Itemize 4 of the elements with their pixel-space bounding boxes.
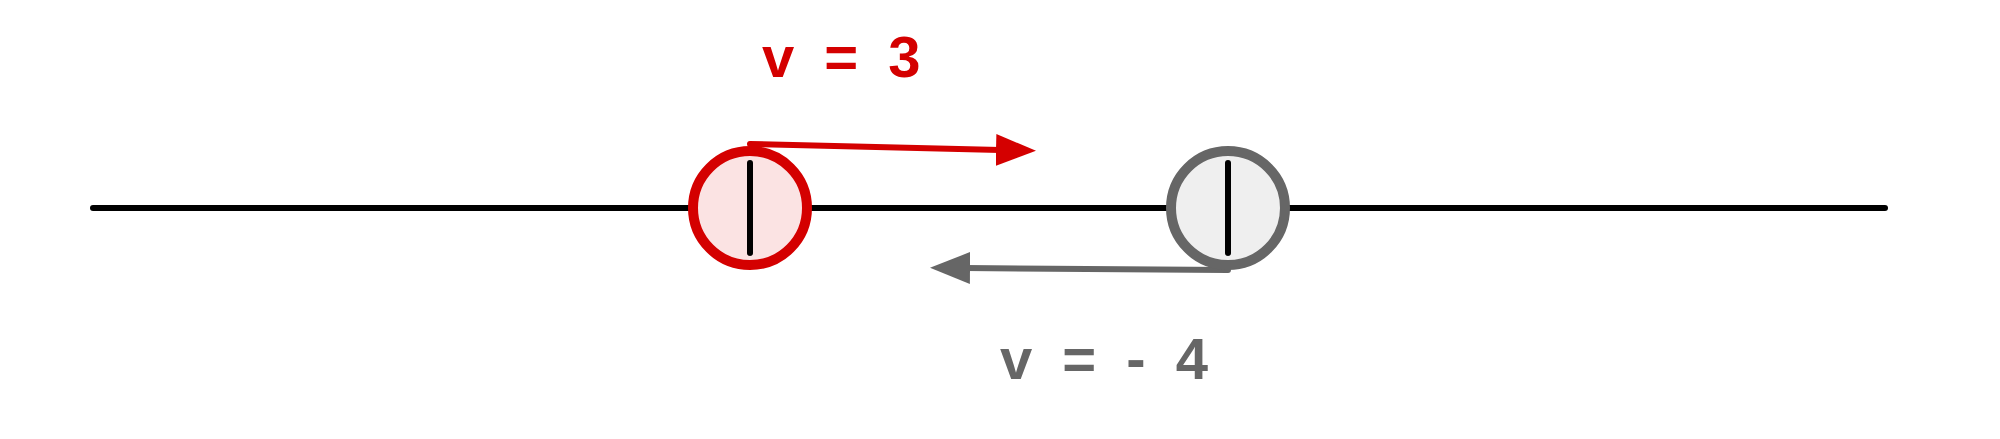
velocity-label: v = - 4: [1000, 330, 1209, 388]
ball: [1165, 145, 1291, 271]
velocity-label: v = 3: [762, 28, 921, 86]
ball: [687, 145, 813, 271]
